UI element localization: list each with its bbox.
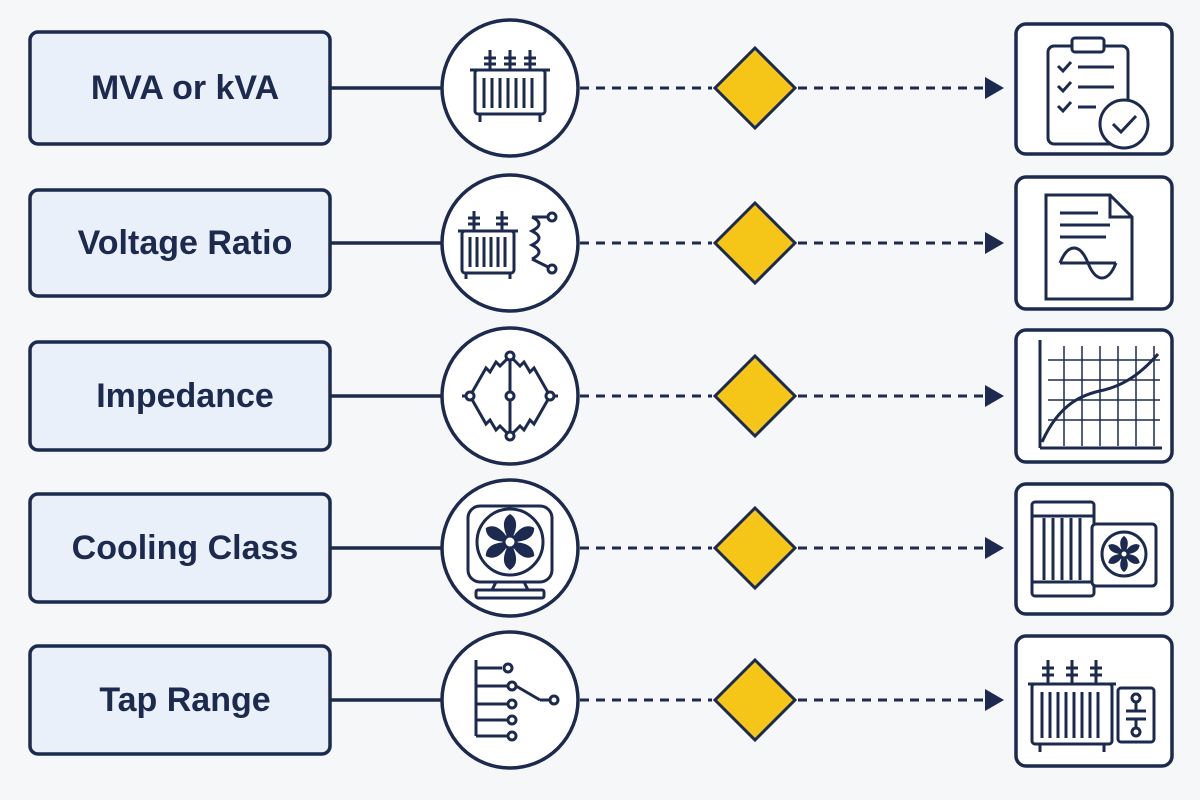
result-box [1014,175,1174,311]
decision-diamond [712,353,798,439]
transformer-tap-icon [1028,660,1156,752]
label-text: Tap Range [99,681,270,719]
label-text: MVA or kVA [91,69,279,107]
label-text: Cooling Class [72,529,299,567]
decision-diamond [712,505,798,591]
node-circle [440,173,580,313]
label-text: Voltage Ratio [78,224,293,262]
checklist-icon [1046,36,1150,150]
transformer-coil-icon [458,211,558,279]
decision-diamond [712,45,798,131]
arrowhead [985,232,1004,254]
result-box [1014,328,1174,464]
transformer-icon [470,50,550,122]
arrowhead [985,689,1004,711]
arrowhead [985,77,1004,99]
arrowhead [985,537,1004,559]
label-text: Impedance [96,377,274,415]
arrowhead [985,385,1004,407]
row-cooling-class: Cooling Class [28,478,1174,618]
waveform-document-icon [1044,193,1134,301]
fan-icon [466,504,554,600]
row-mva: MVA or kVA [28,18,1174,158]
tap-changer-icon [474,660,560,742]
row-voltage-ratio: Voltage Ratio [28,173,1174,313]
decision-diamond [712,657,798,743]
radiator-fan-icon [1030,500,1158,598]
node-circle [440,18,580,158]
curve-graph-icon [1038,340,1162,450]
row-tap-range: Tap Range [28,630,1174,770]
decision-diamond [712,200,798,286]
row-impedance: Impedance [28,326,1174,466]
bridge-circuit-icon [462,350,558,442]
